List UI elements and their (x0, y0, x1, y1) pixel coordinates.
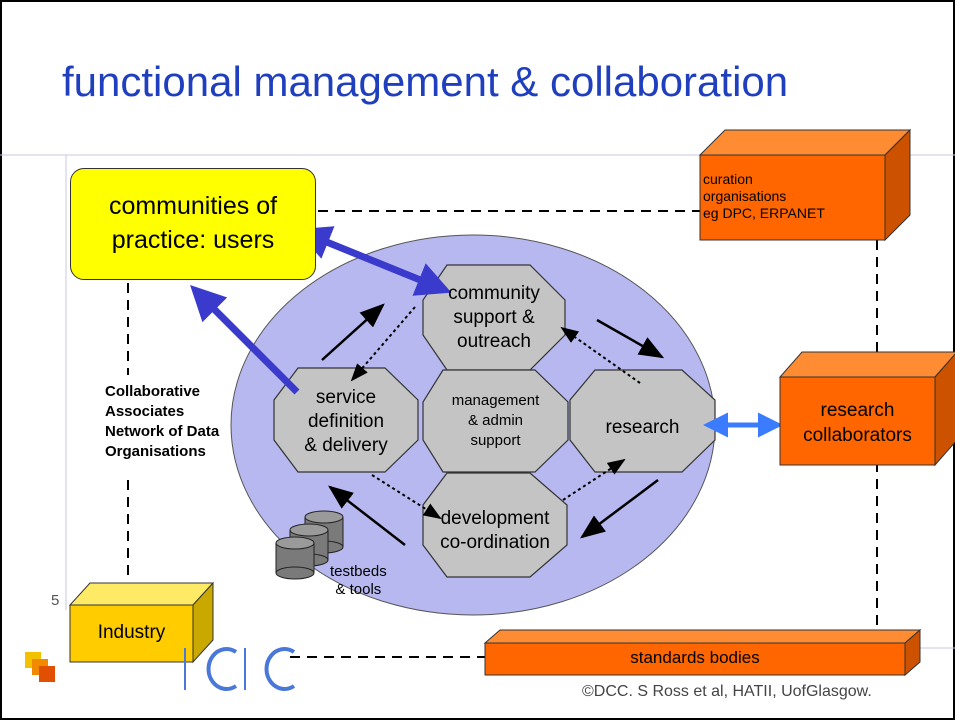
network-line4: Organisations (105, 443, 206, 460)
research-collaborators-label: research collaborators (780, 398, 935, 448)
management-line3: support (470, 432, 521, 449)
management-line2: & admin (467, 412, 524, 429)
curation-label: curation organisations eg DPC, ERPANET (703, 171, 825, 222)
management-label: management & admin support (423, 391, 568, 451)
development-label: development co-ordination (423, 507, 567, 555)
industry-box (68, 581, 215, 664)
dcc-logo (25, 647, 296, 691)
service-line1: service (315, 387, 377, 408)
curation-line1: curation (703, 171, 753, 187)
communities-line2: practice: users (111, 226, 275, 254)
development-line1: development (440, 508, 550, 529)
curation-line2: organisations (703, 188, 787, 204)
management-octagon (422, 369, 569, 473)
testbeds-line1: testbeds (330, 563, 387, 580)
testbeds-line2: & tools (335, 581, 382, 598)
curation-box (698, 128, 912, 242)
community-line3: outreach (457, 331, 531, 352)
network-label: Collaborative Associates Network of Data… (105, 382, 219, 462)
research-collaborators-box (778, 351, 955, 467)
slide-title: functional management & collaboration (62, 58, 789, 105)
community-line1: community (448, 283, 540, 304)
communities-line1: communities of (108, 192, 278, 220)
database-icon (275, 510, 344, 580)
service-label: service definition & delivery (274, 386, 418, 458)
dashed-connectors (127, 210, 878, 658)
standards-label: standards bodies (630, 648, 760, 667)
community-support-label: community support & outreach (423, 282, 565, 354)
service-line3: & delivery (304, 435, 388, 456)
service-line2: definition (307, 411, 385, 432)
testbeds-label: testbeds & tools (330, 563, 387, 599)
industry-label: Industry (97, 622, 166, 643)
development-line2: co-ordination (440, 532, 550, 553)
arrow-users-community (295, 226, 452, 296)
slide-number: 5 (51, 592, 60, 609)
network-line2: Associates (105, 403, 185, 420)
research-label: research (605, 417, 680, 438)
research-octagon (569, 369, 716, 473)
arrow-service-users (190, 285, 300, 395)
research-collab-line2: collaborators (803, 425, 912, 446)
management-line1: management (451, 392, 540, 409)
network-line3: Network of Data (105, 423, 220, 440)
service-octagon (273, 367, 419, 473)
research-collab-line1: research (820, 400, 895, 421)
curation-line3: eg DPC, ERPANET (703, 205, 825, 221)
communities-box: communities of practice: users (70, 168, 316, 280)
network-line1: Collaborative (105, 383, 201, 400)
footer-credit: ©DCC. S Ross et al, HATII, UofGlasgow. (582, 683, 872, 700)
standards-box (483, 628, 922, 677)
community-line2: support & (453, 307, 535, 328)
